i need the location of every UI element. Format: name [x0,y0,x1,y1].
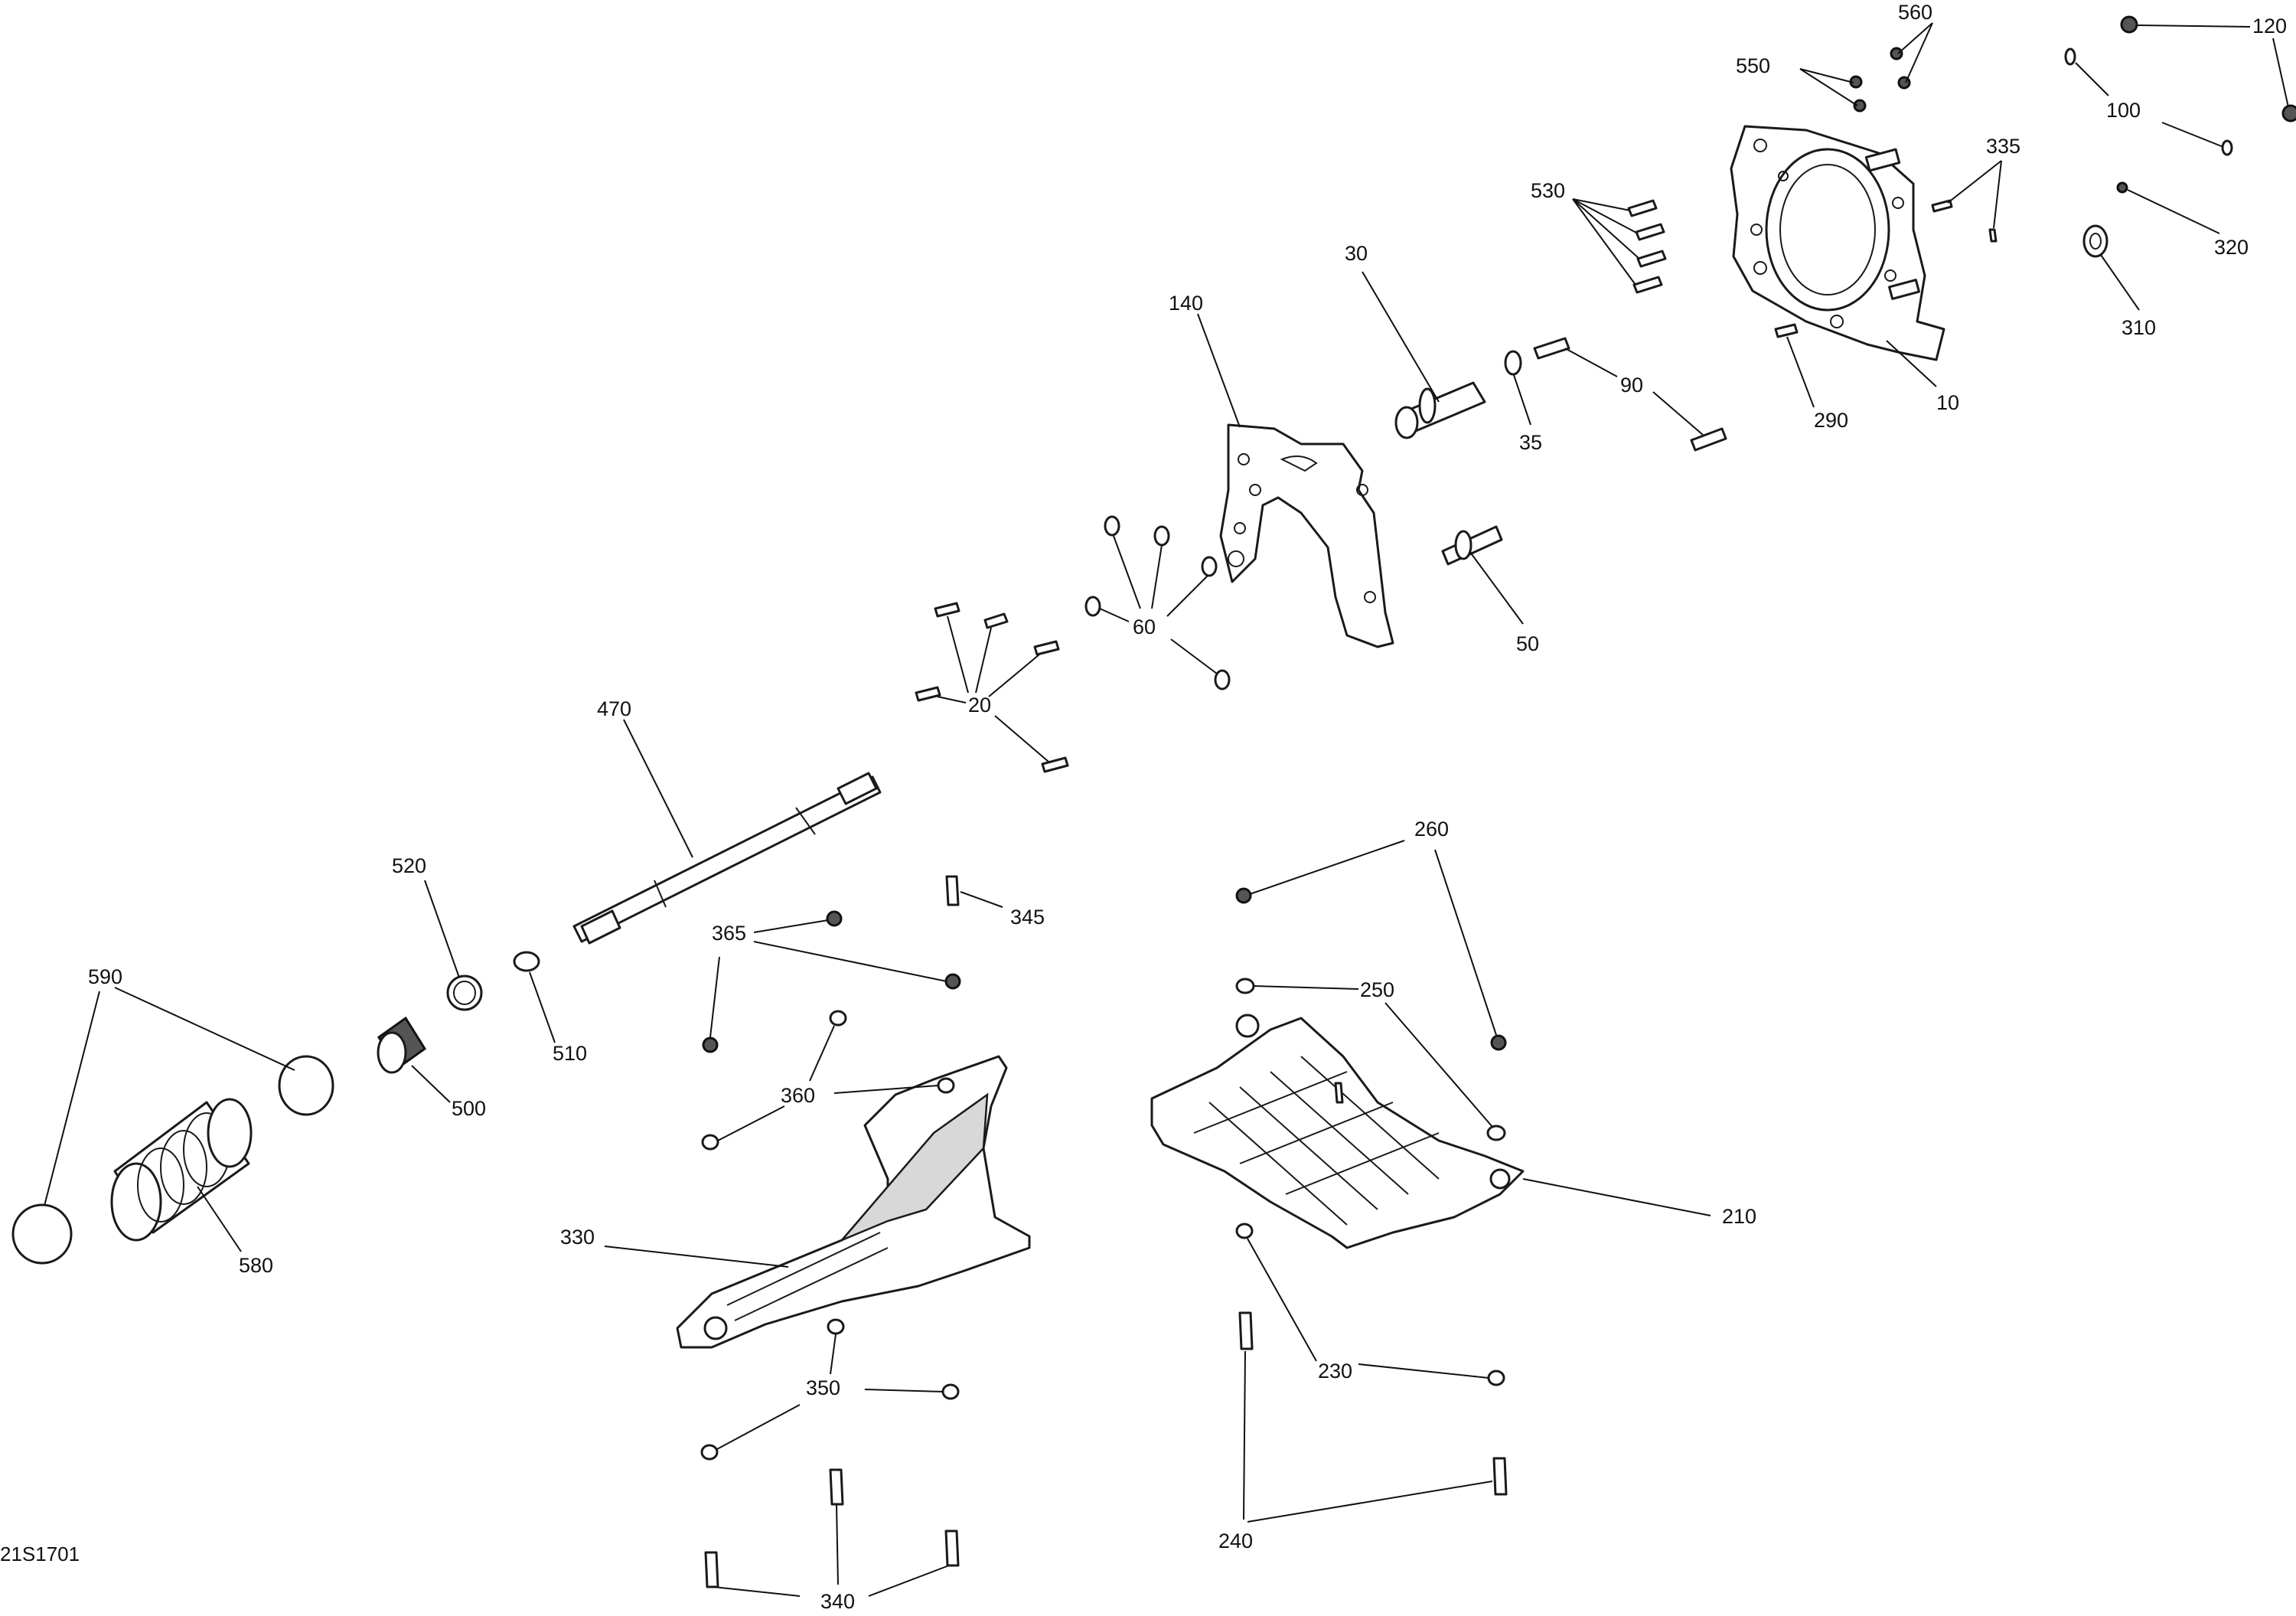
callout-10: 10 [1936,391,1959,414]
part-30-sleeve [1394,381,1486,439]
part-260-nuts [1235,887,1507,1051]
part-230-washers [1235,1223,1505,1386]
callout-580: 580 [239,1254,273,1277]
part-350-washers [700,1318,960,1461]
callout-345: 345 [1010,906,1045,929]
part-35-ring [1504,350,1522,376]
callout-35: 35 [1519,431,1542,454]
callout-470: 470 [597,697,631,720]
part-550-washers [1849,75,1867,113]
callout-330: 330 [560,1226,595,1249]
callout-260: 260 [1414,818,1449,841]
part-290-bolt [1774,323,1799,338]
part-20-bolts [915,602,1069,773]
callout-250: 250 [1360,978,1394,1001]
part-210-skid-plate [1150,1014,1525,1249]
part-10-housing [1730,125,1945,361]
part-240-bolts [1238,1311,1508,1496]
callout-520: 520 [392,854,426,877]
part-590-clamps [11,1055,334,1265]
callout-340: 340 [820,1590,855,1613]
callout-510: 510 [553,1042,587,1065]
part-330-skid-plate [676,1055,1031,1349]
part-500-coupler [377,1016,427,1074]
part-360-washers [701,1010,955,1151]
callout-590: 590 [88,965,122,988]
callout-20: 20 [968,694,991,717]
part-60-washers [1084,515,1231,690]
callout-560: 560 [1898,1,1932,24]
part-510-clamp [513,951,540,972]
part-140-gasket [1219,423,1394,648]
part-560-washers [1890,47,1911,90]
part-310-plug [2082,224,2108,258]
callout-320: 320 [2214,236,2249,259]
callout-30: 30 [1345,242,1368,265]
callout-140: 140 [1169,292,1203,315]
callout-120: 120 [2252,15,2287,38]
callout-530: 530 [1531,179,1565,202]
callout-290: 290 [1814,409,1848,432]
part-340-bolts [704,1468,960,1588]
callout-360: 360 [781,1084,815,1107]
callout-500: 500 [452,1097,486,1120]
part-335-studs [1931,199,1998,243]
part-120-nuts [2120,15,2296,122]
callout-60: 60 [1133,615,1156,638]
part-50-fitting [1441,525,1503,566]
part-530-bolts [1627,199,1667,294]
callout-100: 100 [2106,99,2141,122]
callout-350: 350 [806,1376,840,1399]
diagram-reference-code: 21S1701 [0,1543,80,1565]
part-100-washers [2064,47,2233,156]
callout-240: 240 [1218,1529,1253,1552]
leader-lines [44,22,2289,1597]
callout-550: 550 [1736,54,1770,77]
callout-365: 365 [712,922,746,945]
part-320-bolt [2116,181,2128,194]
part-580-bellows [110,1098,253,1242]
part-90-bolts [1533,337,1727,452]
callout-335: 335 [1986,135,2020,158]
part-345-stud [945,875,960,906]
part-470-driveshaft [572,772,882,945]
callout-90: 90 [1620,374,1643,397]
part-365-nuts [702,910,961,1053]
callout-210: 210 [1722,1205,1756,1228]
callout-230: 230 [1318,1360,1352,1383]
callout-labels: 10 20 30 35 50 60 90 100 120 140 210 230… [88,1,2287,1613]
callout-310: 310 [2122,316,2156,339]
part-520-clamp [446,974,483,1011]
callout-50: 50 [1516,632,1539,655]
